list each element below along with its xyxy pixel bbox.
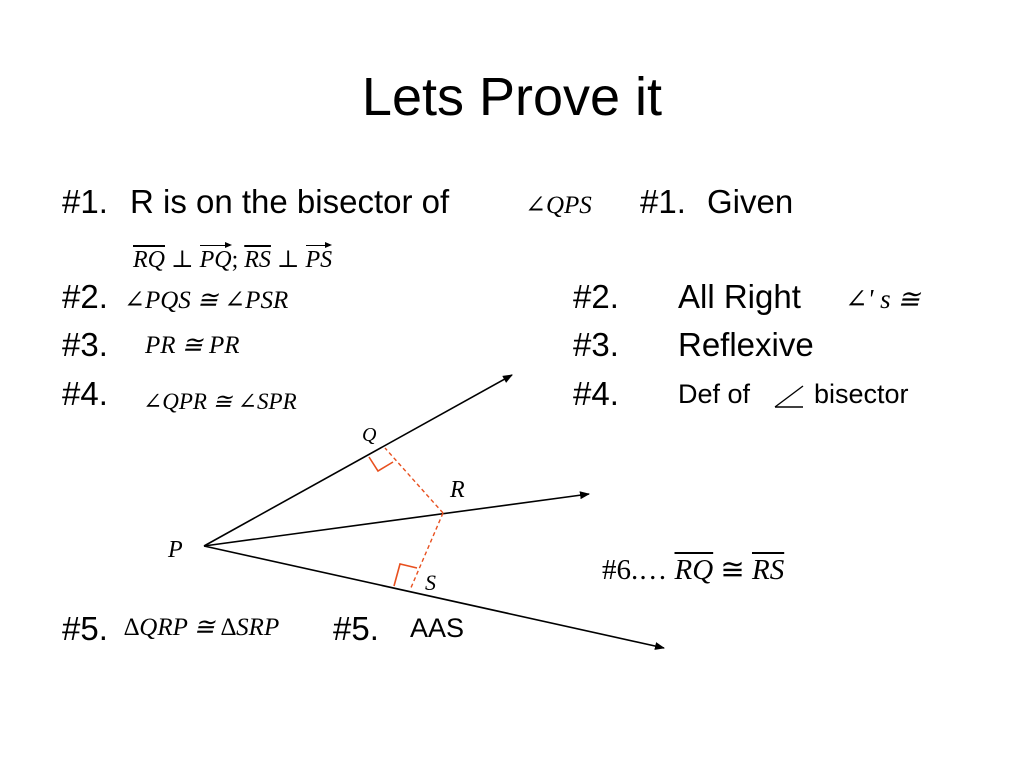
step-1-angle-qps: ∠QPS — [525, 192, 592, 219]
step-5-reason: AAS — [410, 613, 465, 643]
step-4-statement: ∠QPR ≅ ∠SPR — [143, 389, 297, 414]
right-angle-mark-q — [368, 456, 394, 473]
step-6-number: #6.… — [602, 554, 668, 586]
perp-symbol-2: ⊥ — [276, 247, 300, 273]
step-1-reason-number: #1. — [640, 183, 686, 220]
label-s: S — [425, 570, 436, 595]
step-6-segment-rs: RS — [751, 554, 785, 586]
step-5-statement: ∆QRP ≅ ∆SRP — [124, 614, 280, 641]
step-3-statement: PR ≅ PR — [145, 332, 240, 359]
perpendicular-rq — [384, 447, 444, 514]
step-4-number: #4. — [62, 375, 108, 412]
step-6-conclusion: #6.… RQ ≅ RS — [602, 556, 784, 585]
step-4-reason-number: #4. — [573, 375, 619, 412]
right-angle-mark-s — [393, 563, 418, 587]
page-title: Lets Prove it — [361, 67, 663, 127]
label-r: R — [449, 477, 465, 503]
segment-rq: RQ — [133, 247, 165, 273]
step-1-number: #1. — [62, 183, 108, 220]
step-5-number: #5. — [62, 610, 108, 647]
ray-pq: PQ — [199, 242, 232, 273]
step-2-reason: All Right — [678, 278, 801, 315]
step-3-number: #3. — [62, 326, 108, 363]
step-4-reason-suffix: bisector — [814, 379, 909, 409]
segment-rs: RS — [244, 247, 271, 273]
step-1-reason: Given — [707, 183, 794, 220]
step-2-reason-number: #2. — [573, 278, 619, 315]
ray-ps: PS — [305, 242, 333, 273]
step-1-statement: R is on the bisector of — [130, 183, 450, 220]
step-2-reason-symbols: ∠' s ≅ — [845, 284, 921, 314]
ray-pq-line — [203, 374, 513, 547]
ray-pr-line — [203, 491, 590, 547]
ray-ps-line — [203, 545, 665, 650]
given-perpendicular-line: RQ ⊥ PQ; RS ⊥ PS — [133, 242, 333, 273]
perp-symbol-1: ⊥ — [171, 247, 194, 273]
step-5-reason-number: #5. — [333, 610, 379, 647]
label-p: P — [167, 537, 183, 563]
step-3-reason-number: #3. — [573, 326, 619, 363]
label-q: Q — [362, 424, 377, 446]
step-3-reason: Reflexive — [678, 326, 814, 363]
step-6-congruent: ≅ — [720, 554, 745, 586]
step-2-statement: ∠PQS ≅ ∠PSR — [124, 287, 289, 314]
separator: ; — [231, 247, 239, 273]
step-4-reason-prefix: Def of — [678, 379, 751, 409]
step-6-segment-rq: RQ — [674, 554, 714, 586]
step-2-number: #2. — [62, 278, 108, 315]
